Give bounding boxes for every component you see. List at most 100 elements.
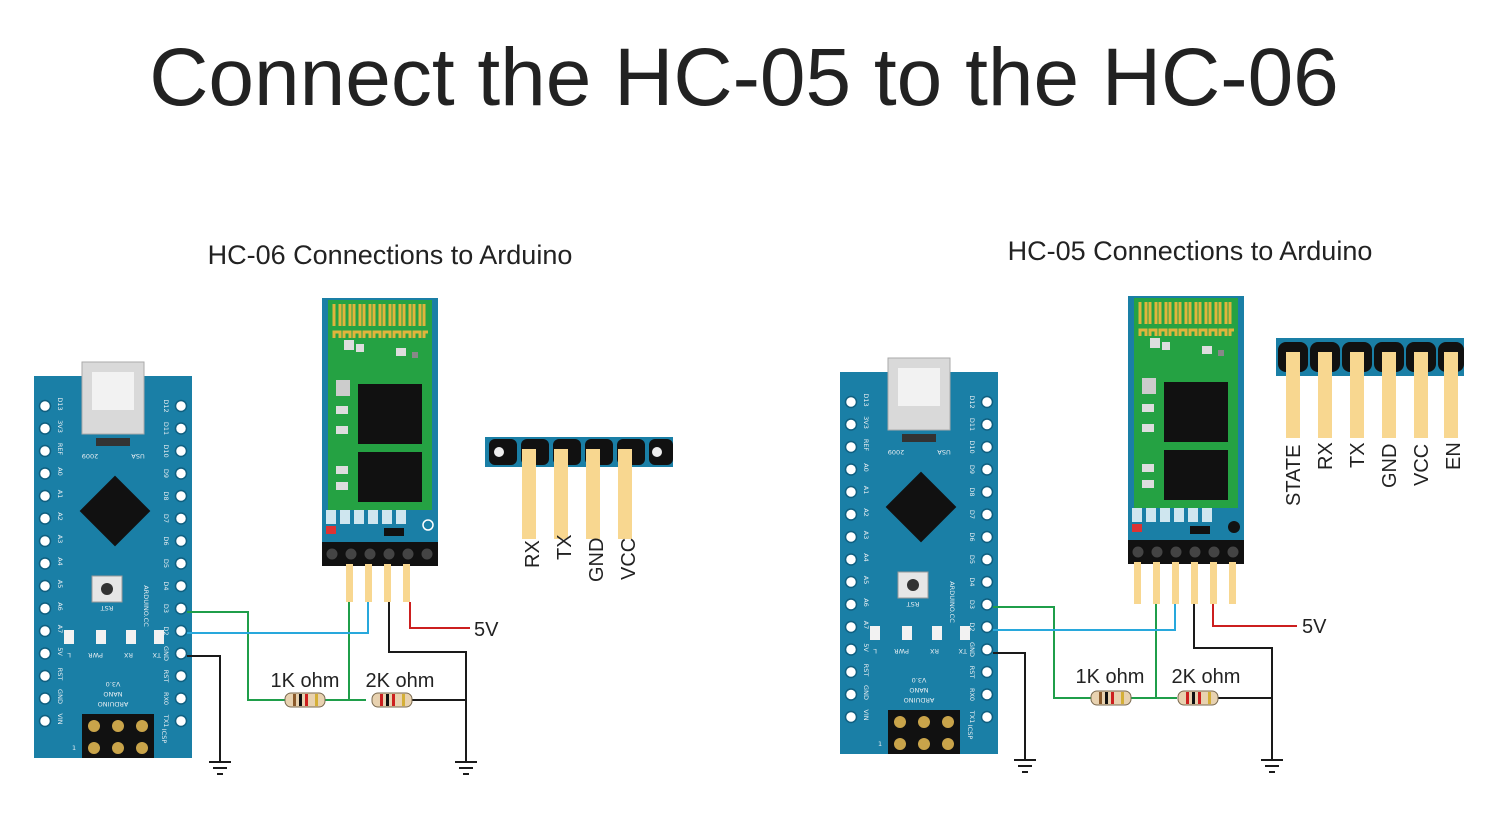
resistor-1k-left-label: 1K ohm xyxy=(271,670,340,692)
pin-label: A1 xyxy=(56,490,64,499)
pin-label: D4 xyxy=(162,581,170,590)
pin-label: RST xyxy=(162,670,170,683)
reset-button-cap xyxy=(101,583,113,595)
header-pin xyxy=(844,598,858,611)
pin-label: D7 xyxy=(162,514,170,523)
wire-gnd-nano-right xyxy=(993,652,1026,760)
pin-label: A2 xyxy=(56,512,64,521)
led-label: L xyxy=(67,651,71,659)
header-pin xyxy=(980,688,994,701)
year-label: 2009 xyxy=(888,448,905,456)
hc05-heading: HC-05 Connections to Arduino xyxy=(1008,236,1373,266)
board-model-label: NANO xyxy=(909,686,928,694)
pin-label: GND xyxy=(968,642,976,657)
header-pin xyxy=(174,692,188,705)
pin-label: D9 xyxy=(968,465,976,474)
wire-d2-tx-right xyxy=(993,604,1176,631)
pin-label: A0 xyxy=(56,467,64,476)
header-pin xyxy=(980,620,994,634)
pin-label: REF xyxy=(862,439,870,452)
icsp-pin-one-label: 1 xyxy=(72,744,76,752)
hc05-module xyxy=(1128,296,1244,604)
pin-label: 5V xyxy=(862,643,870,652)
ground-symbol-left-module xyxy=(455,761,477,775)
header-pin xyxy=(980,598,994,611)
icsp-pin xyxy=(136,742,148,754)
status-led xyxy=(870,626,880,640)
icsp-pin xyxy=(918,738,930,750)
header-pin xyxy=(844,440,858,454)
header-pin xyxy=(38,647,52,660)
pin-label: A0 xyxy=(862,463,870,472)
pin-label: A7 xyxy=(56,625,64,634)
pin-label: A4 xyxy=(862,553,870,562)
wire-gnd-module-right xyxy=(1193,604,1273,760)
header-pin xyxy=(980,553,994,566)
pin-label: D9 xyxy=(162,469,170,478)
pin-label: 3V3 xyxy=(862,416,870,429)
header-pin xyxy=(174,399,188,413)
board-name-label: ARDUINO xyxy=(904,696,935,704)
hc05-pin-header xyxy=(1276,338,1464,438)
pin-label: TX1 xyxy=(162,714,170,728)
icsp-pin xyxy=(942,716,954,728)
wire-gnd-nano xyxy=(187,655,221,762)
icsp-pin xyxy=(112,742,124,754)
wire-gnd-module xyxy=(388,602,467,762)
hc06-pin-gnd: GND xyxy=(586,538,608,582)
hc06-pin-vcc: VCC xyxy=(618,538,640,580)
wire-divider-rx-right xyxy=(1131,604,1177,699)
pin-label: A3 xyxy=(862,531,870,540)
header-pin xyxy=(174,422,188,435)
hc05-pin-gnd: GND xyxy=(1379,444,1401,488)
led-label: PWR xyxy=(88,651,103,659)
resistor-2k-left xyxy=(371,692,413,708)
hc06-pin-rx: RX xyxy=(522,540,544,568)
pin-label: D5 xyxy=(162,559,170,568)
header-pin xyxy=(844,643,858,656)
pin-label: D12 xyxy=(162,399,170,412)
pin-label: D13 xyxy=(56,397,64,410)
header-pin xyxy=(174,534,188,548)
usa-label: USA xyxy=(937,448,951,456)
pin-label: D10 xyxy=(968,440,976,453)
pin-label: D8 xyxy=(968,487,976,496)
pin-label: GND xyxy=(862,685,870,700)
pin-label: TX1 xyxy=(968,710,976,724)
pin-label: D2 xyxy=(162,626,170,635)
header-pin xyxy=(844,395,858,409)
hc06-module xyxy=(322,298,438,602)
header-pin xyxy=(38,669,52,683)
header-pin xyxy=(38,692,52,705)
pin-label: GND xyxy=(56,689,64,704)
header-pin xyxy=(980,710,994,724)
header-pin xyxy=(980,665,994,679)
board-name-label: ARDUINO xyxy=(98,700,129,708)
resistor-1k-right-label: 1K ohm xyxy=(1076,666,1145,688)
header-pin xyxy=(38,624,52,638)
header-pin xyxy=(844,553,858,566)
pin-label: D10 xyxy=(162,444,170,457)
pin-label: D11 xyxy=(162,422,170,435)
page-title: Connect the HC-05 to the HC-06 xyxy=(149,32,1339,123)
pin-label: RST xyxy=(968,666,976,679)
rst-label: RST xyxy=(907,600,920,608)
header-pin xyxy=(174,579,188,593)
ground-symbol-right-module xyxy=(1261,759,1283,773)
wire-d3-rx xyxy=(187,611,285,701)
hc06-pin-header xyxy=(485,437,673,539)
icsp-pin xyxy=(136,720,148,732)
pin-label: A2 xyxy=(862,508,870,517)
resistor-2k-right xyxy=(1177,690,1219,706)
status-led xyxy=(64,630,74,644)
led-label: TX xyxy=(152,651,162,659)
icsp-pin-one-label: 1 xyxy=(878,740,882,748)
resistor-1k-right xyxy=(1090,690,1132,706)
header-pin xyxy=(174,602,188,615)
header-pin xyxy=(38,444,52,458)
board-version-label: V3.0 xyxy=(106,680,121,688)
icsp-pin xyxy=(88,720,100,732)
pin-label: D3 xyxy=(162,604,170,613)
wire-5v xyxy=(409,602,470,629)
